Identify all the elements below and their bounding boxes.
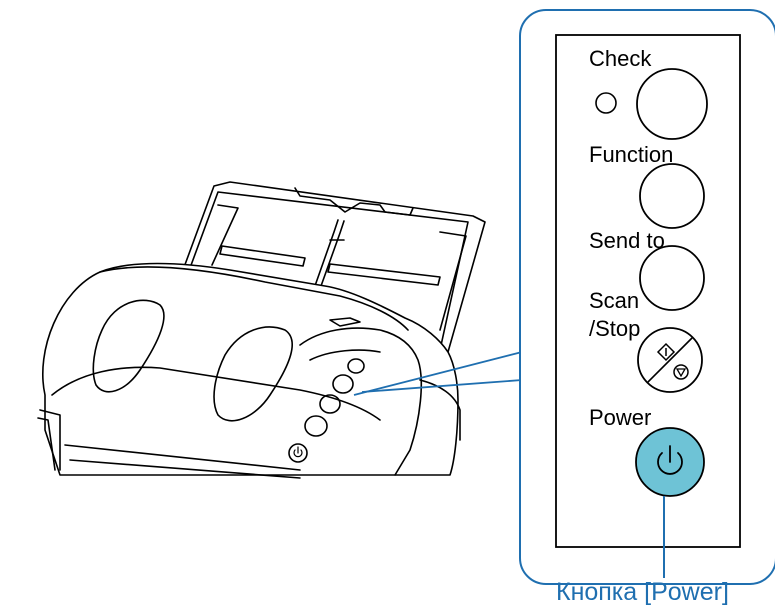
- scanner-send-to-button: [319, 394, 341, 414]
- power-icon: [657, 445, 683, 475]
- scanner-check-led: [347, 358, 365, 374]
- scanner-scan-button: [304, 415, 328, 437]
- check-led-icon: [595, 92, 617, 114]
- check-button: [636, 68, 708, 140]
- power-button[interactable]: [635, 427, 705, 497]
- function-button[interactable]: [639, 163, 705, 229]
- stop-icon: [673, 364, 689, 380]
- scan-label: Scan: [589, 288, 640, 313]
- scanner-body: [37, 262, 461, 479]
- scanner-function-button: [332, 374, 354, 394]
- scan-stop-button[interactable]: [637, 327, 703, 393]
- scanner-illustration: [37, 181, 486, 479]
- send-to-button[interactable]: [639, 245, 705, 311]
- scan-icon: [656, 342, 676, 362]
- power-label: Power: [589, 405, 652, 430]
- stop-label: /Stop: [589, 316, 641, 341]
- function-label: Function: [589, 142, 674, 167]
- power-button-caption: Кнопка [Power]: [556, 578, 729, 606]
- scanner-power-button: [288, 443, 308, 463]
- check-label: Check: [589, 46, 652, 71]
- pointer-lines: [353, 351, 523, 396]
- scanner-buttons: [288, 358, 365, 463]
- send-to-label: Send to: [589, 228, 665, 253]
